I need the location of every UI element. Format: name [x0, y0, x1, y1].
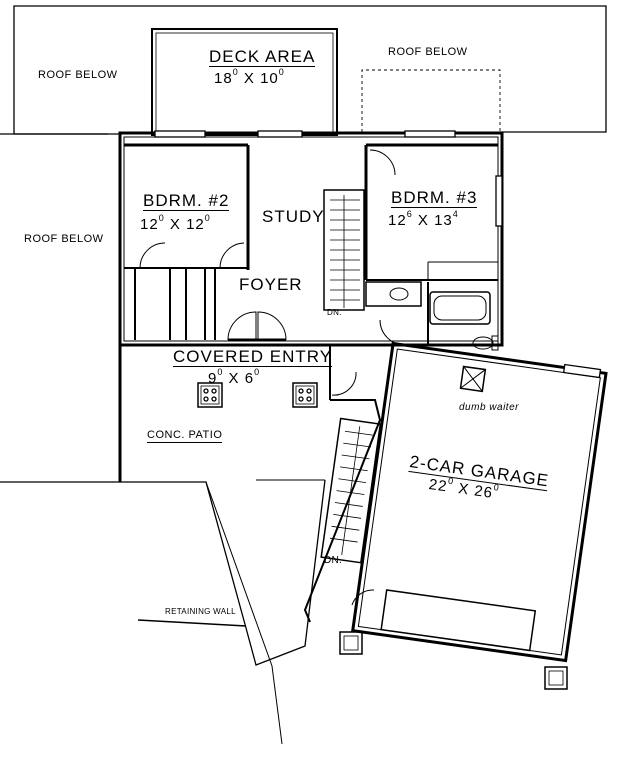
roof-dashed-box — [361, 69, 501, 132]
deck-area — [151, 28, 338, 136]
stair-down-label-upper: DN. — [327, 308, 342, 317]
roof-below-label-left: ROOF BELOW — [24, 233, 104, 245]
patio-outline — [122, 479, 326, 666]
dumb-waiter-label: dumb waiter — [459, 402, 519, 413]
bedroom-2-dimensions: 120 X 120 — [140, 213, 211, 233]
column — [339, 631, 363, 655]
column — [292, 382, 318, 408]
vanity-sink — [365, 281, 422, 307]
deck-area-label: DECK AREA — [209, 47, 316, 67]
deck-area-dimensions: 180 X 100 — [214, 67, 285, 87]
roof-below-label-top-left: ROOF BELOW — [38, 69, 118, 81]
bathtub — [429, 291, 491, 325]
covered-entry-label: COVERED ENTRY — [173, 347, 333, 367]
foyer-label: FOYER — [239, 275, 303, 294]
study-label: STUDY — [262, 207, 325, 226]
stair-lower — [320, 417, 382, 564]
exterior-wall-main — [118, 131, 504, 347]
concrete-patio-label: CONC. PATIO — [147, 429, 223, 443]
garage-walls — [351, 341, 608, 663]
dumb-waiter — [459, 365, 487, 393]
covered-entry-dimensions: 90 X 60 — [208, 367, 261, 387]
bedroom-3-dimensions: 126 X 134 — [388, 209, 459, 229]
stair-down-label-lower: DN. — [324, 555, 343, 566]
toilet — [472, 336, 494, 350]
column — [197, 382, 223, 408]
roof-outline-top — [13, 5, 607, 134]
bedroom-2-label: BDRM. #2 — [143, 191, 230, 211]
bedroom-3-label: BDRM. #3 — [391, 188, 478, 208]
roof-below-label-top-right: ROOF BELOW — [388, 46, 468, 58]
column — [544, 666, 568, 690]
stair-upper — [323, 189, 365, 311]
retaining-wall-label: RETAINING WALL — [165, 607, 236, 616]
